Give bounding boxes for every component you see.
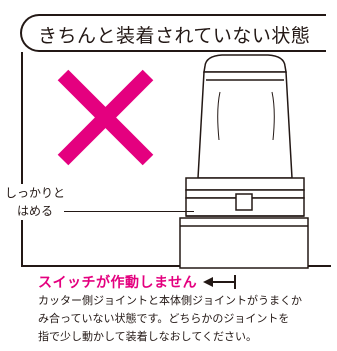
leader-line <box>64 211 194 212</box>
warning-text: スイッチが作動しません <box>38 275 198 291</box>
description-text: カッター側ジョイントと本体側ジョイントがうまくか み合っていない状態です。どちら… <box>38 294 302 343</box>
frame-bottom-line <box>21 265 331 267</box>
title-pill <box>20 14 326 52</box>
left-arrow-icon <box>203 275 243 289</box>
cross-mark-icon <box>57 69 154 166</box>
frame-left-line <box>21 52 23 266</box>
page-title: きちんと装着されていない状態 <box>38 25 311 47</box>
warning-row: スイッチが作動しません <box>38 272 243 292</box>
side-label: しっかりと はめる <box>0 184 70 220</box>
blender-cup-illustration <box>179 54 309 269</box>
